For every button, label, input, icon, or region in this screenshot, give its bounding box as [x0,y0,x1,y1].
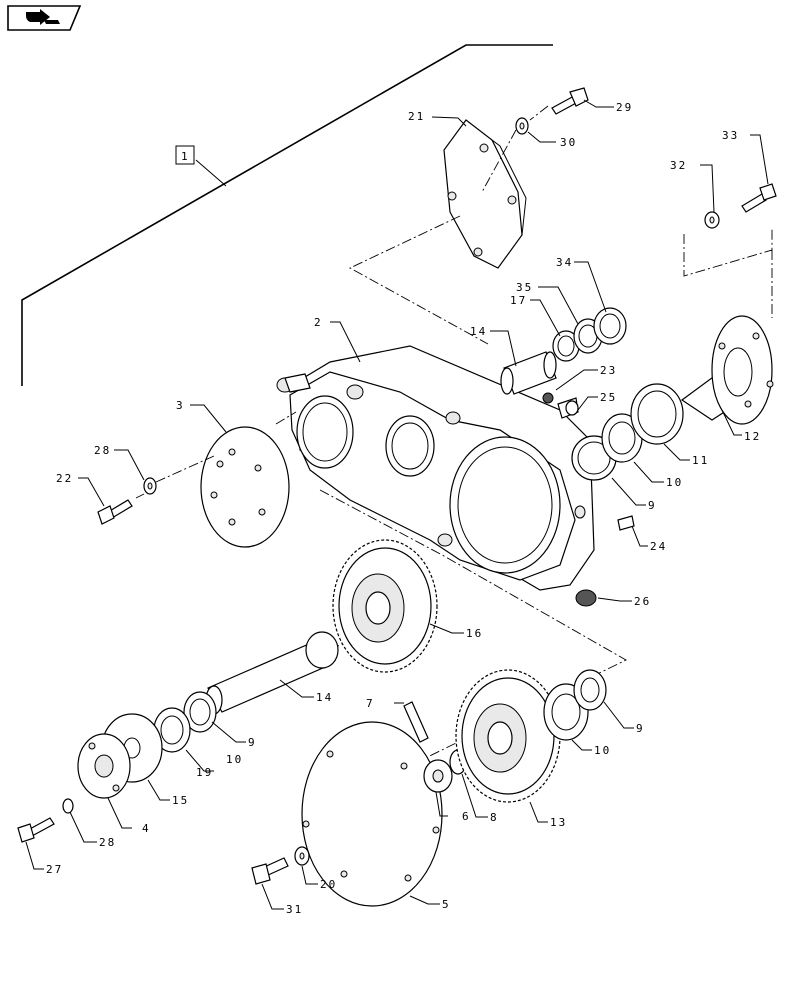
part-cover-plate [443,119,527,269]
callout-15: 15 [172,794,189,807]
part-bolt [17,817,55,843]
callout-19: 19 [196,766,213,779]
callout-21: 21 [408,110,425,123]
part-bearing [183,691,217,733]
part-plug [617,515,635,531]
callout-28-upper: 28 [94,444,111,457]
callout-10-upper: 10 [666,476,683,489]
callout-3: 3 [176,399,185,412]
part-plug [575,589,597,607]
part-splined-shaft [500,351,557,395]
part-seal [630,383,684,445]
part-washer [143,477,157,495]
part-cotter-pin [403,701,429,743]
part-spur-gear [332,539,438,673]
callout-35: 35 [516,281,533,294]
callout-1: 1 [181,150,190,163]
callout-29: 29 [616,101,633,114]
callout-10-left: 10 [226,753,243,766]
callout-33: 33 [722,129,739,142]
part-castle-nut [423,759,453,793]
callout-12: 12 [744,430,761,443]
callout-25: 25 [600,391,617,404]
callout-27: 27 [46,863,63,876]
callout-17: 17 [510,294,527,307]
callout-14-lower: 14 [316,691,333,704]
part-washer [704,211,720,229]
callout-6: 6 [462,810,471,823]
callout-9-right: 9 [636,722,645,735]
callout-13: 13 [550,816,567,829]
leader-lines [25,99,769,910]
part-bearing-cup [153,707,191,753]
callout-22: 22 [56,472,73,485]
callout-20: 20 [320,878,337,891]
callout-10-right: 10 [594,744,611,757]
callout-30: 30 [560,136,577,149]
part-bolt [251,857,289,885]
callout-11: 11 [692,454,709,467]
part-main-shaft [205,631,339,715]
callout-7: 7 [366,697,375,710]
part-bolt [551,87,589,115]
callout-4: 4 [142,822,151,835]
assembly-bracket [21,44,553,386]
part-bearing-cup [573,669,607,711]
part-washer [294,846,310,866]
callout-23: 23 [600,364,617,377]
part-gear-housing [276,345,595,591]
callout-14-upper: 14 [470,325,487,338]
callout-31: 31 [286,903,303,916]
callout-5: 5 [442,898,451,911]
callout-24: 24 [650,540,667,553]
part-bolt [97,499,133,525]
callout-26: 26 [634,595,651,608]
part-fitting [542,392,579,419]
callout-box-1 [175,145,195,165]
part-washer [515,117,529,135]
part-output-flange [680,315,774,425]
callout-9-upper: 9 [648,499,657,512]
callout-8: 8 [490,811,499,824]
callout-16: 16 [466,627,483,640]
part-cover [301,721,443,907]
callout-28-lower: 28 [99,836,116,849]
part-bolt [741,183,777,213]
part-washer [62,798,74,814]
callout-labels: 1 21 30 29 32 33 34 35 17 14 2 3 28 22 2… [46,101,761,916]
part-spur-gear [455,669,561,803]
part-bearing-cup [593,307,627,345]
callout-32: 32 [670,159,687,172]
book-arrow-icon[interactable] [7,5,82,31]
callout-9-left: 9 [248,736,257,749]
callout-34: 34 [556,256,573,269]
part-drive-hub [77,733,131,799]
callout-2: 2 [314,316,323,329]
part-end-cover [200,426,290,548]
